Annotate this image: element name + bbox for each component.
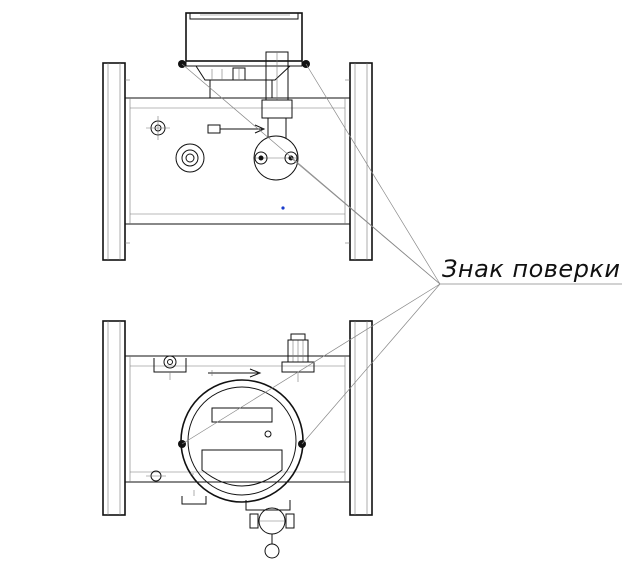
bottom-valve (245, 500, 295, 559)
annotation-label: Знак поверки (442, 255, 621, 283)
leader-lines (181, 63, 622, 445)
bottom-plug-fitting (153, 355, 187, 380)
bottom-view (102, 320, 373, 559)
top-pressure-port (175, 143, 205, 173)
top-flow-arrow (207, 124, 266, 134)
bottom-left-mount (146, 470, 166, 482)
top-electronic-head (178, 12, 310, 98)
bottom-display-head (178, 379, 306, 503)
top-body (125, 97, 350, 225)
top-sensor-stem (253, 51, 299, 181)
bottom-sensor-fitting (281, 333, 315, 382)
bottom-flow-arrow (208, 368, 262, 378)
bottom-drain (181, 490, 207, 505)
bottom-left-flange (102, 320, 126, 516)
bottom-right-flange (349, 320, 373, 516)
top-right-flange (345, 62, 373, 261)
top-view (102, 12, 373, 261)
top-plug-fitting (146, 116, 170, 140)
bottom-body (125, 355, 350, 483)
top-left-flange (102, 62, 130, 261)
